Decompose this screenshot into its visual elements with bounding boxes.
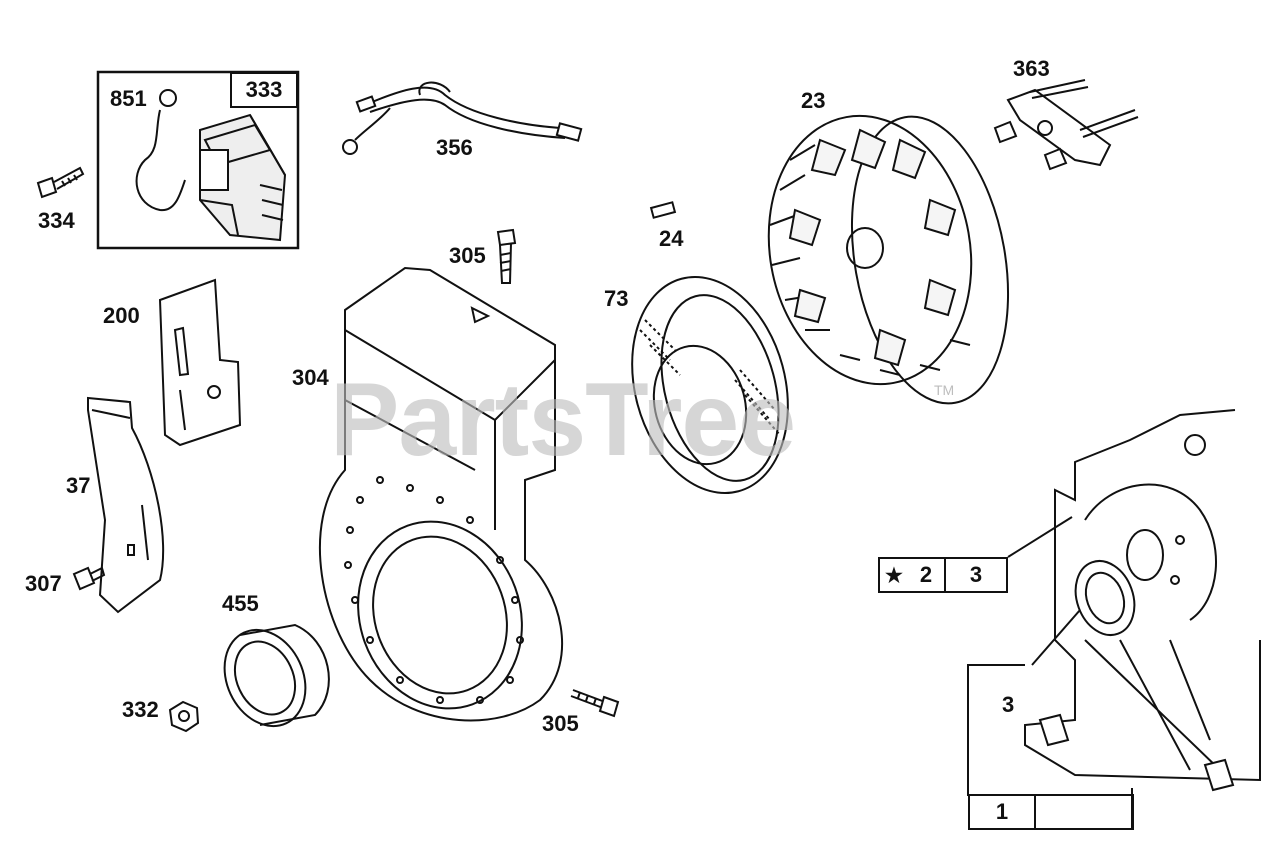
reference-box-left-value[interactable]: 2 — [919, 562, 933, 587]
part-label-363[interactable]: 363 — [1013, 56, 1050, 81]
bottom-box — [968, 794, 1134, 830]
part-label-3-lower[interactable]: 3 — [1002, 692, 1015, 717]
reference-box-right-value[interactable]: 3 — [969, 562, 983, 587]
part-label-200[interactable]: 200 — [103, 303, 140, 328]
wire-harness-drawing — [342, 81, 583, 155]
part-label-305-bottom[interactable]: 305 — [542, 711, 579, 736]
trademark-mark: TM — [934, 382, 955, 398]
bottom-box-value[interactable]: 1 — [995, 799, 1009, 824]
part-label-334[interactable]: 334 — [38, 208, 75, 233]
bracket-line-left — [967, 664, 1025, 796]
crankcase-drawing — [1024, 409, 1261, 792]
bracket-bolts-drawing — [993, 79, 1139, 171]
watermark: PartsTree — [330, 362, 796, 478]
star-icon: ★ — [885, 564, 903, 587]
part-label-37[interactable]: 37 — [66, 473, 91, 498]
screw-334-drawing — [36, 166, 85, 199]
part-label-307[interactable]: 307 — [25, 571, 62, 596]
part-label-73[interactable]: 73 — [604, 286, 629, 311]
reference-box — [878, 557, 1008, 593]
part-label-851[interactable]: 851 — [110, 86, 147, 111]
flywheel-drawing — [767, 114, 1010, 405]
shield-200-drawing — [158, 278, 242, 447]
part-label-304[interactable]: 304 — [292, 365, 329, 390]
part-label-332[interactable]: 332 — [122, 697, 159, 722]
part-label-box-333 — [230, 72, 298, 108]
part-label-455[interactable]: 455 — [222, 591, 259, 616]
ignition-module-drawing — [96, 70, 300, 250]
screw-307-drawing — [72, 566, 106, 591]
leader-line-lower — [1031, 609, 1081, 666]
part-label-356[interactable]: 356 — [436, 135, 473, 160]
baffle-37-drawing — [87, 396, 165, 614]
key-drawing — [649, 201, 677, 219]
bolt-305-top-drawing — [496, 228, 517, 284]
part-label-333[interactable]: 333 — [245, 77, 283, 102]
leader-line-upper — [1007, 516, 1073, 558]
reference-box-divider — [944, 557, 946, 593]
nut-drawing — [168, 700, 200, 733]
part-label-23[interactable]: 23 — [801, 88, 826, 113]
part-label-24[interactable]: 24 — [659, 226, 684, 251]
bolt-305-bottom-drawing — [570, 689, 620, 718]
screen-drawing — [631, 275, 789, 495]
bottom-box-divider — [1034, 794, 1036, 830]
blower-housing-drawing — [318, 266, 563, 722]
hub-455-drawing — [223, 623, 330, 728]
part-label-305-top[interactable]: 305 — [449, 243, 486, 268]
